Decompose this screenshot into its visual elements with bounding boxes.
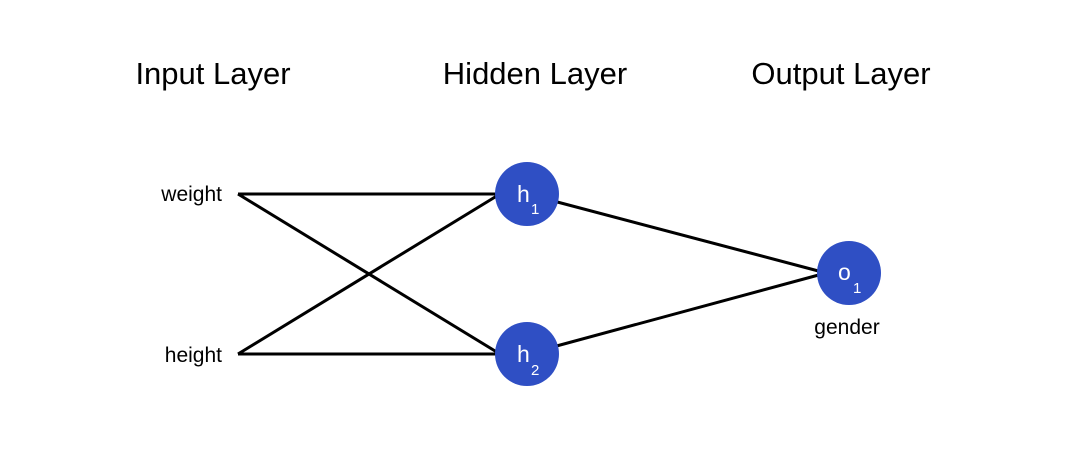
input-label-height: height xyxy=(165,344,222,367)
hidden-node-h1: h 1 xyxy=(495,162,559,226)
node-subscript: 1 xyxy=(853,280,861,297)
edges xyxy=(237,192,827,356)
node-subscript: 2 xyxy=(531,362,539,379)
input-label-weight: weight xyxy=(160,183,222,206)
output-layer-title: Output Layer xyxy=(751,56,930,91)
input-layer-title: Input Layer xyxy=(135,56,290,91)
node-letter: h xyxy=(517,181,530,207)
node-subscript: 1 xyxy=(531,201,539,218)
output-label-gender: gender xyxy=(814,316,879,339)
node-letter: o xyxy=(838,259,851,285)
edge-h2-o1 xyxy=(526,271,827,356)
output-node-o1: o 1 xyxy=(817,241,881,305)
hidden-layer-title: Hidden Layer xyxy=(443,56,627,91)
node-letter: h xyxy=(517,341,530,367)
hidden-node-h2: h 2 xyxy=(495,322,559,386)
node-circle xyxy=(817,241,881,305)
edge-height-h1 xyxy=(237,192,501,356)
node-circle xyxy=(495,322,559,386)
edge-h1-o1 xyxy=(526,192,827,275)
node-circle xyxy=(495,162,559,226)
